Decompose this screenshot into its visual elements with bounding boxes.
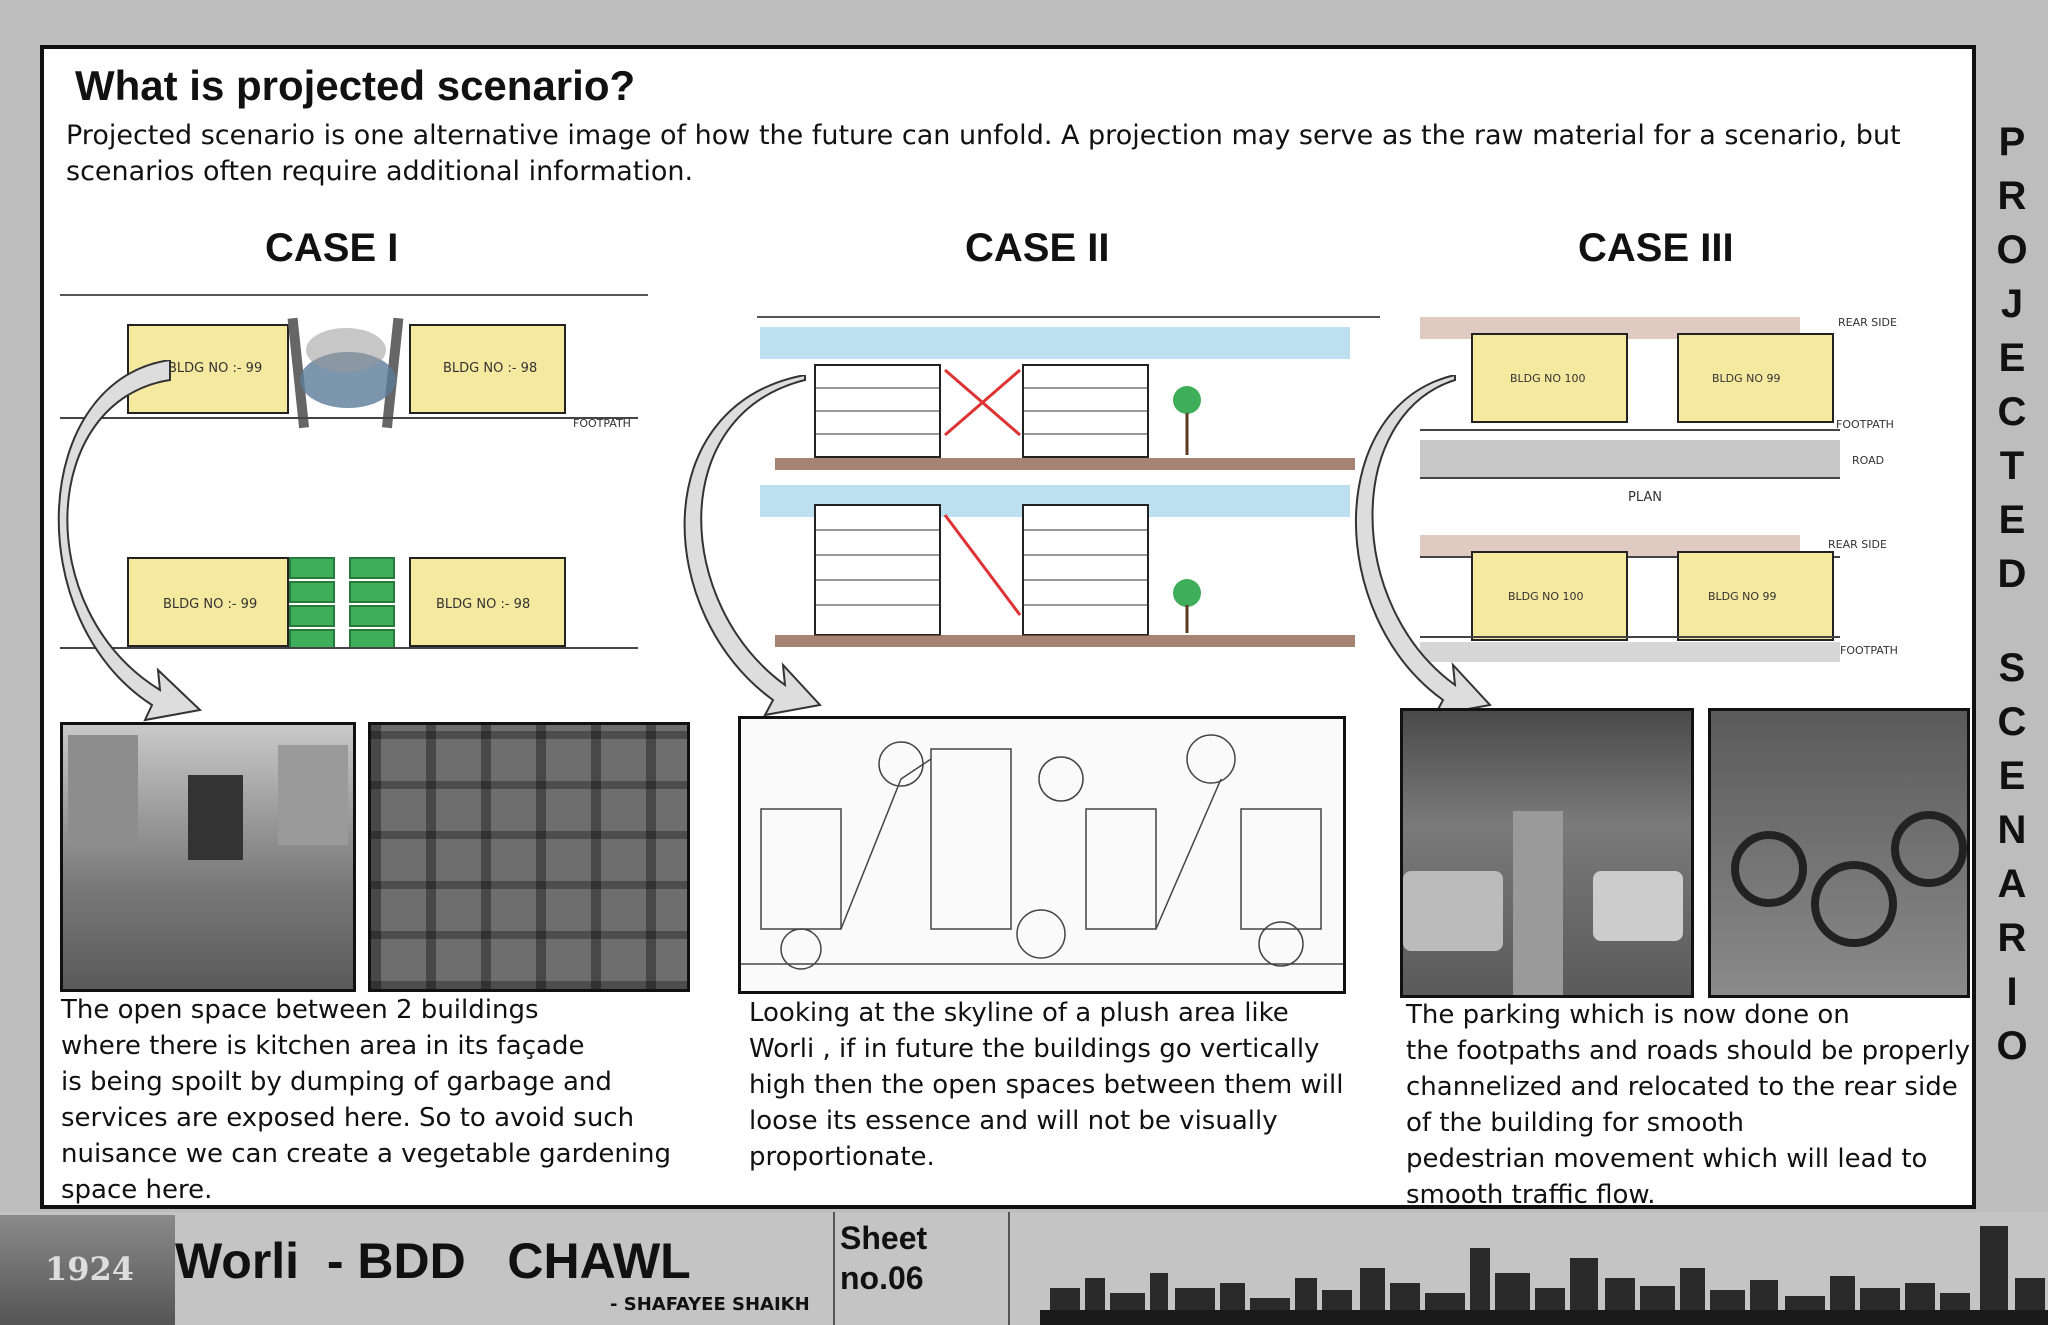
case-3-label: BLDG NO 100 — [1510, 372, 1586, 385]
case-2-skyline-sketch — [738, 716, 1346, 994]
case-3-line: pedestrian movement which will lead to — [1406, 1144, 1928, 1174]
project-name: Worli - BDD CHAWL — [175, 1233, 691, 1289]
intro-text: Projected scenario is one alternative im… — [66, 120, 1901, 187]
case-2-line: loose its essence and will not be visual… — [749, 1106, 1278, 1136]
case-1-line: space here. — [61, 1175, 213, 1205]
footer-divider — [1008, 1212, 1010, 1325]
case-2-line: Worli , if in future the buildings go ve… — [749, 1034, 1320, 1064]
case-1-label: BLDG NO :- 98 — [436, 597, 530, 612]
case-3-label: ROAD — [1852, 454, 1884, 467]
footer-divider — [833, 1212, 835, 1325]
skyline-image — [1040, 1226, 2048, 1325]
case-1-photo-open-space — [60, 722, 356, 992]
case-1-sketch: BLDG NO :- 99 BLDG NO :- 98 FOOTPATH BLD… — [60, 294, 648, 649]
case-3-label: BLDG NO 100 — [1508, 590, 1584, 603]
case-3-label: REAR SIDE — [1838, 316, 1897, 329]
case-3-line: channelized and relocated to the rear si… — [1406, 1072, 1958, 1102]
case-3-line: the footpaths and roads should be proper… — [1406, 1036, 1970, 1066]
case-3-label: REAR SIDE — [1828, 538, 1887, 551]
sheet-value: no.06 — [840, 1260, 924, 1296]
page-title: What is projected scenario? — [75, 62, 636, 109]
case-1-arrow — [57, 360, 203, 722]
case-1-line: services are exposed here. So to avoid s… — [61, 1103, 635, 1133]
case-1-heading: CASE I — [265, 226, 399, 270]
case-3-label: PLAN — [1628, 490, 1662, 505]
case-3-description: The parking which is now done on the foo… — [1406, 997, 1970, 1213]
case-3-line: The parking which is now done on — [1406, 1000, 1850, 1030]
sheet-number: Sheet no.06 — [840, 1218, 990, 1298]
case-3-label: FOOTPATH — [1840, 644, 1898, 657]
stamp-year: 1924 — [45, 1250, 135, 1288]
case-2-sketch — [757, 316, 1380, 647]
stamp-image: 1924 — [0, 1215, 175, 1325]
case-1-description: The open space between 2 buildings where… — [61, 992, 671, 1208]
case-2-arrow — [683, 375, 822, 717]
case-3-label: BLDG NO 99 — [1712, 372, 1781, 385]
case-3-label: BLDG NO 99 — [1708, 590, 1777, 603]
case-1-label: BLDG NO :- 99 — [163, 597, 257, 612]
case-1-line: The open space between 2 buildings — [61, 995, 539, 1025]
case-1-label: BLDG NO :- 98 — [443, 361, 537, 376]
sheet-label: Sheet — [840, 1220, 928, 1256]
case-3-photo-parking — [1708, 708, 1970, 998]
case-1-line: where there is kitchen area in its façad… — [61, 1031, 585, 1061]
case-1-line: is being spoilt by dumping of garbage an… — [61, 1067, 612, 1097]
case-2-description: Looking at the skyline of a plush area l… — [749, 995, 1343, 1175]
case-3-photo-street — [1400, 708, 1694, 998]
case-3-arrow — [1354, 375, 1492, 717]
case-3-heading: CASE III — [1578, 226, 1734, 270]
case-1-label: BLDG NO :- 99 — [168, 361, 262, 376]
case-3-line: of the building for smooth — [1406, 1108, 1745, 1138]
footer-bar — [0, 1212, 2048, 1325]
case-2-line: Looking at the skyline of a plush area l… — [749, 998, 1289, 1028]
case-3-line: smooth traffic flow. — [1406, 1180, 1656, 1210]
case-3-label: FOOTPATH — [1836, 418, 1894, 431]
case-2-line: proportionate. — [749, 1142, 935, 1172]
case-1-photo-facade — [368, 722, 690, 992]
case-2-heading: CASE II — [965, 226, 1110, 270]
case-2-line: high then the open spaces between them w… — [749, 1070, 1344, 1100]
case-1-label: FOOTPATH — [573, 417, 631, 430]
case-3-sketch: REAR SIDE BLDG NO 100 BLDG NO 99 FOOTPAT… — [1420, 316, 1898, 662]
author-name: - SHAFAYEE SHAIKH — [610, 1294, 810, 1315]
case-1-line: nuisance we can create a vegetable garde… — [61, 1139, 672, 1169]
